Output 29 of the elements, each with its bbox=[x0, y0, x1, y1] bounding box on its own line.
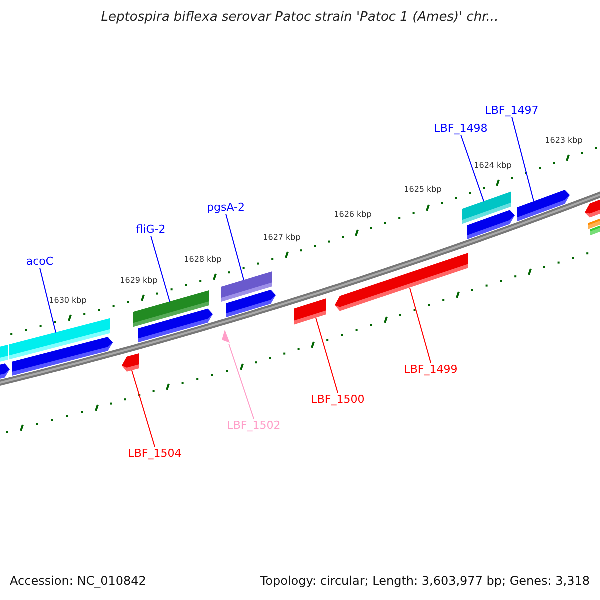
gene-segment bbox=[294, 298, 326, 325]
title: Leptospira biflexa serovar Patoc strain 'Patoc 1 (Ames)' chr... bbox=[101, 11, 499, 24]
leader-line bbox=[228, 344, 254, 420]
gene-label: LBF_1499 bbox=[404, 364, 458, 375]
leader-line bbox=[410, 288, 432, 364]
gene-segment bbox=[517, 190, 570, 222]
gene-label: acoC bbox=[26, 256, 54, 267]
leader-line bbox=[40, 268, 56, 334]
leader-line bbox=[316, 317, 338, 394]
gene-label: pgsA-2 bbox=[207, 202, 245, 213]
footer-text: Topology: circular; Length: 3,603,977 bp; Genes: 3,318 bbox=[260, 575, 590, 587]
scale-label: 1623 kbp bbox=[545, 137, 583, 145]
gene-label: fliG-2 bbox=[136, 224, 166, 235]
leader-line bbox=[226, 214, 244, 281]
leader-line bbox=[460, 134, 484, 202]
footer-text: Accession: NC_010842 bbox=[10, 575, 146, 587]
scale-label: 1626 kbp bbox=[334, 211, 372, 219]
leader-line bbox=[512, 116, 534, 202]
leader-line bbox=[132, 370, 156, 448]
gene-label: LBF_1497 bbox=[485, 105, 539, 116]
gene-segment bbox=[335, 253, 468, 312]
gene-marker bbox=[222, 330, 230, 343]
gene-label: LBF_1500 bbox=[311, 394, 365, 405]
gene-segment bbox=[122, 354, 139, 372]
gene-label: LBF_1502 bbox=[227, 420, 281, 431]
scale-label: 1624 kbp bbox=[474, 162, 512, 170]
scale-label: 1627 kbp bbox=[263, 234, 301, 242]
gene-label: LBF_1498 bbox=[434, 123, 488, 134]
gene-label: LBF_1504 bbox=[128, 448, 182, 459]
